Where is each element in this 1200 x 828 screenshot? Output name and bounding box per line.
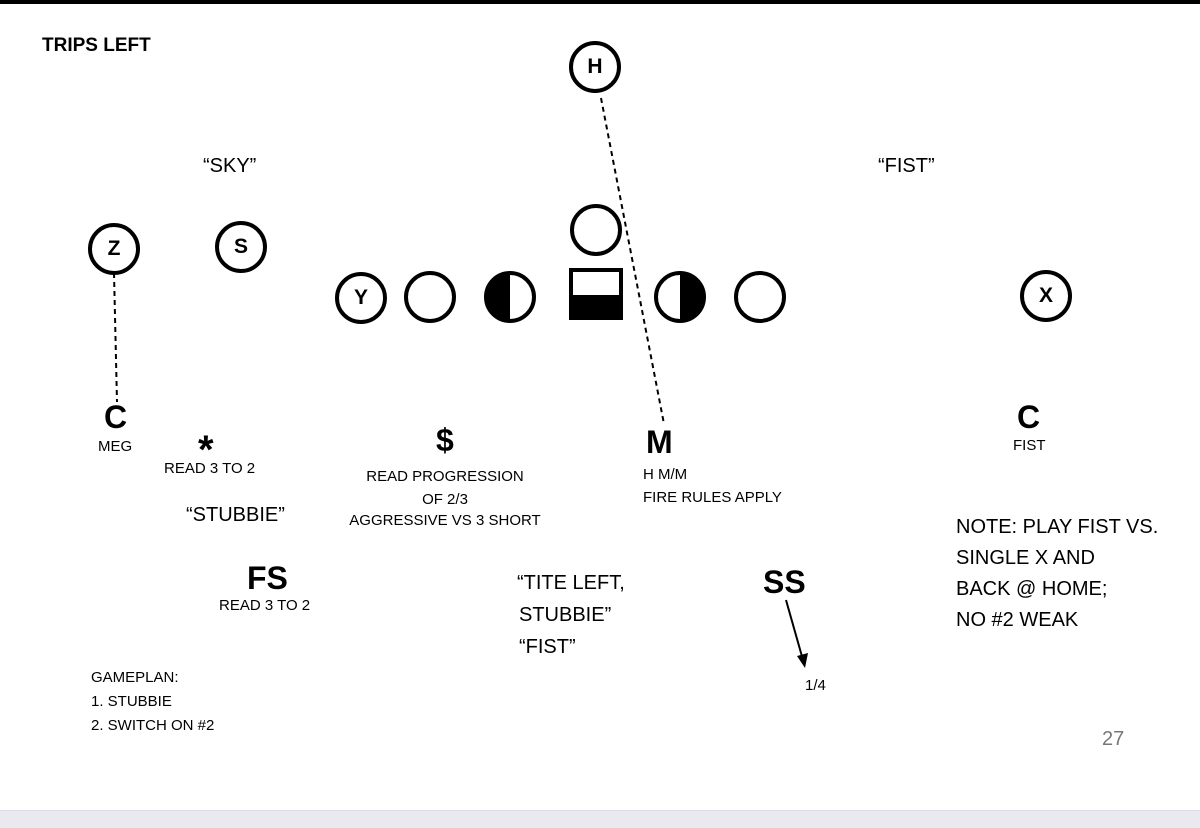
bottom-bar [0,810,1200,828]
star-defender-note: READ 3 TO 2 [164,460,256,477]
left-guard-half-circle [484,271,536,323]
tite-left-call-line3: “FIST” [519,636,576,658]
right-tackle-circle [734,271,786,323]
left-corner-note: MEG [98,438,133,455]
stubbie-call: “STUBBIE” [186,504,285,526]
free-safety-symbol: FS [247,560,288,596]
right-corner-note: FIST [1013,437,1046,454]
ss-arrow-line [785,599,804,661]
y-player-label: Y [353,286,368,309]
mike-defender-symbol: M [646,424,673,460]
mike-note-line1: H M/M [643,466,688,483]
right-guard-half-circle [654,271,706,323]
page-number: 27 [1102,728,1125,750]
ss-arrowhead [797,653,808,668]
sky-call: “SKY” [203,155,257,177]
dollar-note-line3: AGGRESSIVE VS 3 SHORT [349,512,541,529]
s-player-circle [215,221,267,273]
h-player-circle [569,41,621,93]
h-player-label: H [587,55,603,78]
strong-safety-note: 1/4 [805,677,826,694]
tite-left-call-line2: STUBBIE” [519,604,612,626]
dollar-note-line1: READ PROGRESSION [366,468,524,485]
free-safety-note: READ 3 TO 2 [219,597,311,614]
quarterback-circle [570,204,622,256]
note-line4: NO #2 WEAK [956,609,1079,631]
gameplan-item-1: 1. STUBBIE [91,693,172,710]
h-assignment-line [600,97,665,425]
gameplan-heading: GAMEPLAN: [91,669,179,686]
gameplan-item-2: 2. SWITCH ON #2 [91,717,215,734]
x-player-label: X [1038,284,1053,307]
x-player-circle [1020,270,1072,322]
left-tackle-circle [404,271,456,323]
s-player-label: S [233,235,248,258]
z-assignment-line [113,272,118,403]
page-title: TRIPS LEFT [42,35,151,56]
note-line2: SINGLE X AND [956,547,1095,569]
z-player-circle [88,223,140,275]
z-player-label: Z [107,237,121,260]
center-square [569,268,623,320]
right-corner-symbol: C [1017,399,1041,435]
star-defender-symbol: * [198,428,214,472]
fist-call: “FIST” [878,155,935,177]
y-player-circle [335,272,387,324]
mike-note-line2: FIRE RULES APPLY [643,489,782,506]
left-corner-symbol: C [104,399,128,435]
dollar-note-line2: OF 2/3 [422,491,468,508]
strong-safety-symbol: SS [763,564,806,600]
dollar-defender-symbol: $ [436,422,454,458]
note-line3: BACK @ HOME; [956,578,1108,600]
note-line1: NOTE: PLAY FIST VS. [956,516,1159,538]
top-border [0,0,1200,4]
tite-left-call-line1: “TITE LEFT, [517,572,625,594]
